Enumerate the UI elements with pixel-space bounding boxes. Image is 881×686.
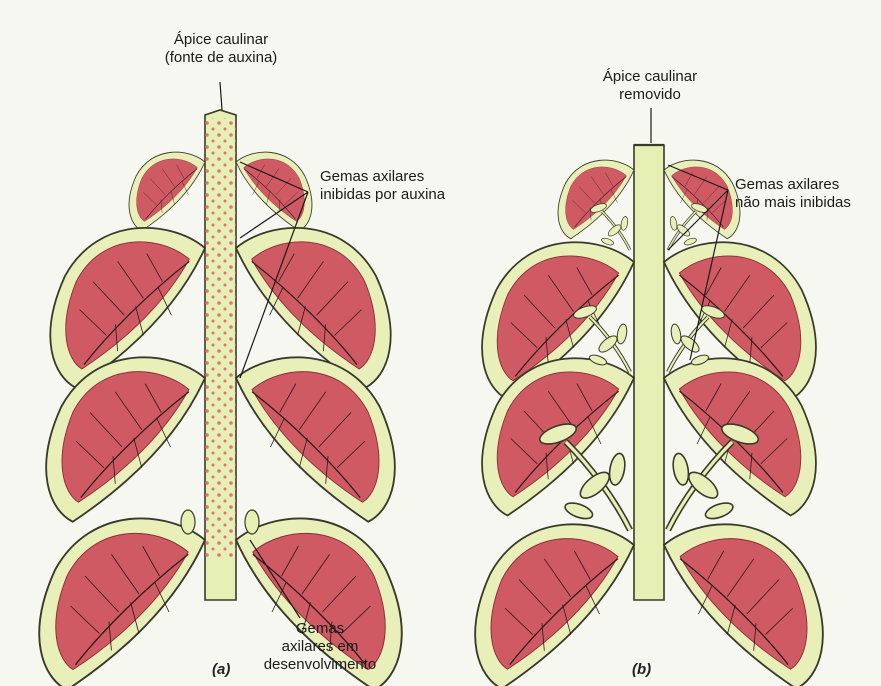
developing-buds-line2: axilares em — [245, 638, 395, 656]
leaf-a-4-left — [39, 518, 205, 686]
panel-label-b: (b) — [632, 661, 651, 678]
apex-label-a-line2: (fonte de auxina) — [146, 49, 296, 67]
leaf-b-4-right — [664, 524, 823, 686]
developing-buds-label-a: Gemas axilares em desenvolvimento — [245, 620, 395, 674]
stem-b — [634, 145, 664, 600]
auxin-dots — [205, 118, 236, 558]
buds-label-a-line1: Gemas axilares — [320, 168, 445, 186]
developing-buds-line1: Gemas — [245, 620, 395, 638]
buds-label-b-line1: Gemas axilares — [735, 176, 851, 194]
leaf-a-top-left — [129, 152, 205, 231]
panel-label-a: (a) — [212, 661, 230, 678]
buds-label-b-line2: não mais inibidas — [735, 194, 851, 212]
axillary-bud-a-right — [245, 510, 259, 534]
apex-label-a-line1: Ápice caulinar — [146, 31, 296, 49]
buds-label-b: Gemas axilares não mais inibidas — [735, 176, 851, 212]
leaf-b-4-left — [475, 524, 634, 686]
buds-label-a-line2: inibidas por auxina — [320, 186, 445, 204]
shoot-b-1-right — [668, 202, 709, 250]
apex-label-b: Ápice caulinar removido — [585, 68, 715, 104]
buds-label-a: Gemas axilares inibidas por auxina — [320, 168, 445, 204]
shoot-b-1-left — [589, 202, 630, 250]
developing-buds-line3: desenvolvimento — [245, 656, 395, 674]
axillary-bud-a-left — [181, 510, 195, 534]
leaf-a-top-right — [236, 152, 312, 231]
apex-label-a: Ápice caulinar (fonte de auxina) — [146, 31, 296, 67]
apex-label-b-line1: Ápice caulinar — [585, 68, 715, 86]
apex-label-b-line2: removido — [585, 86, 715, 104]
